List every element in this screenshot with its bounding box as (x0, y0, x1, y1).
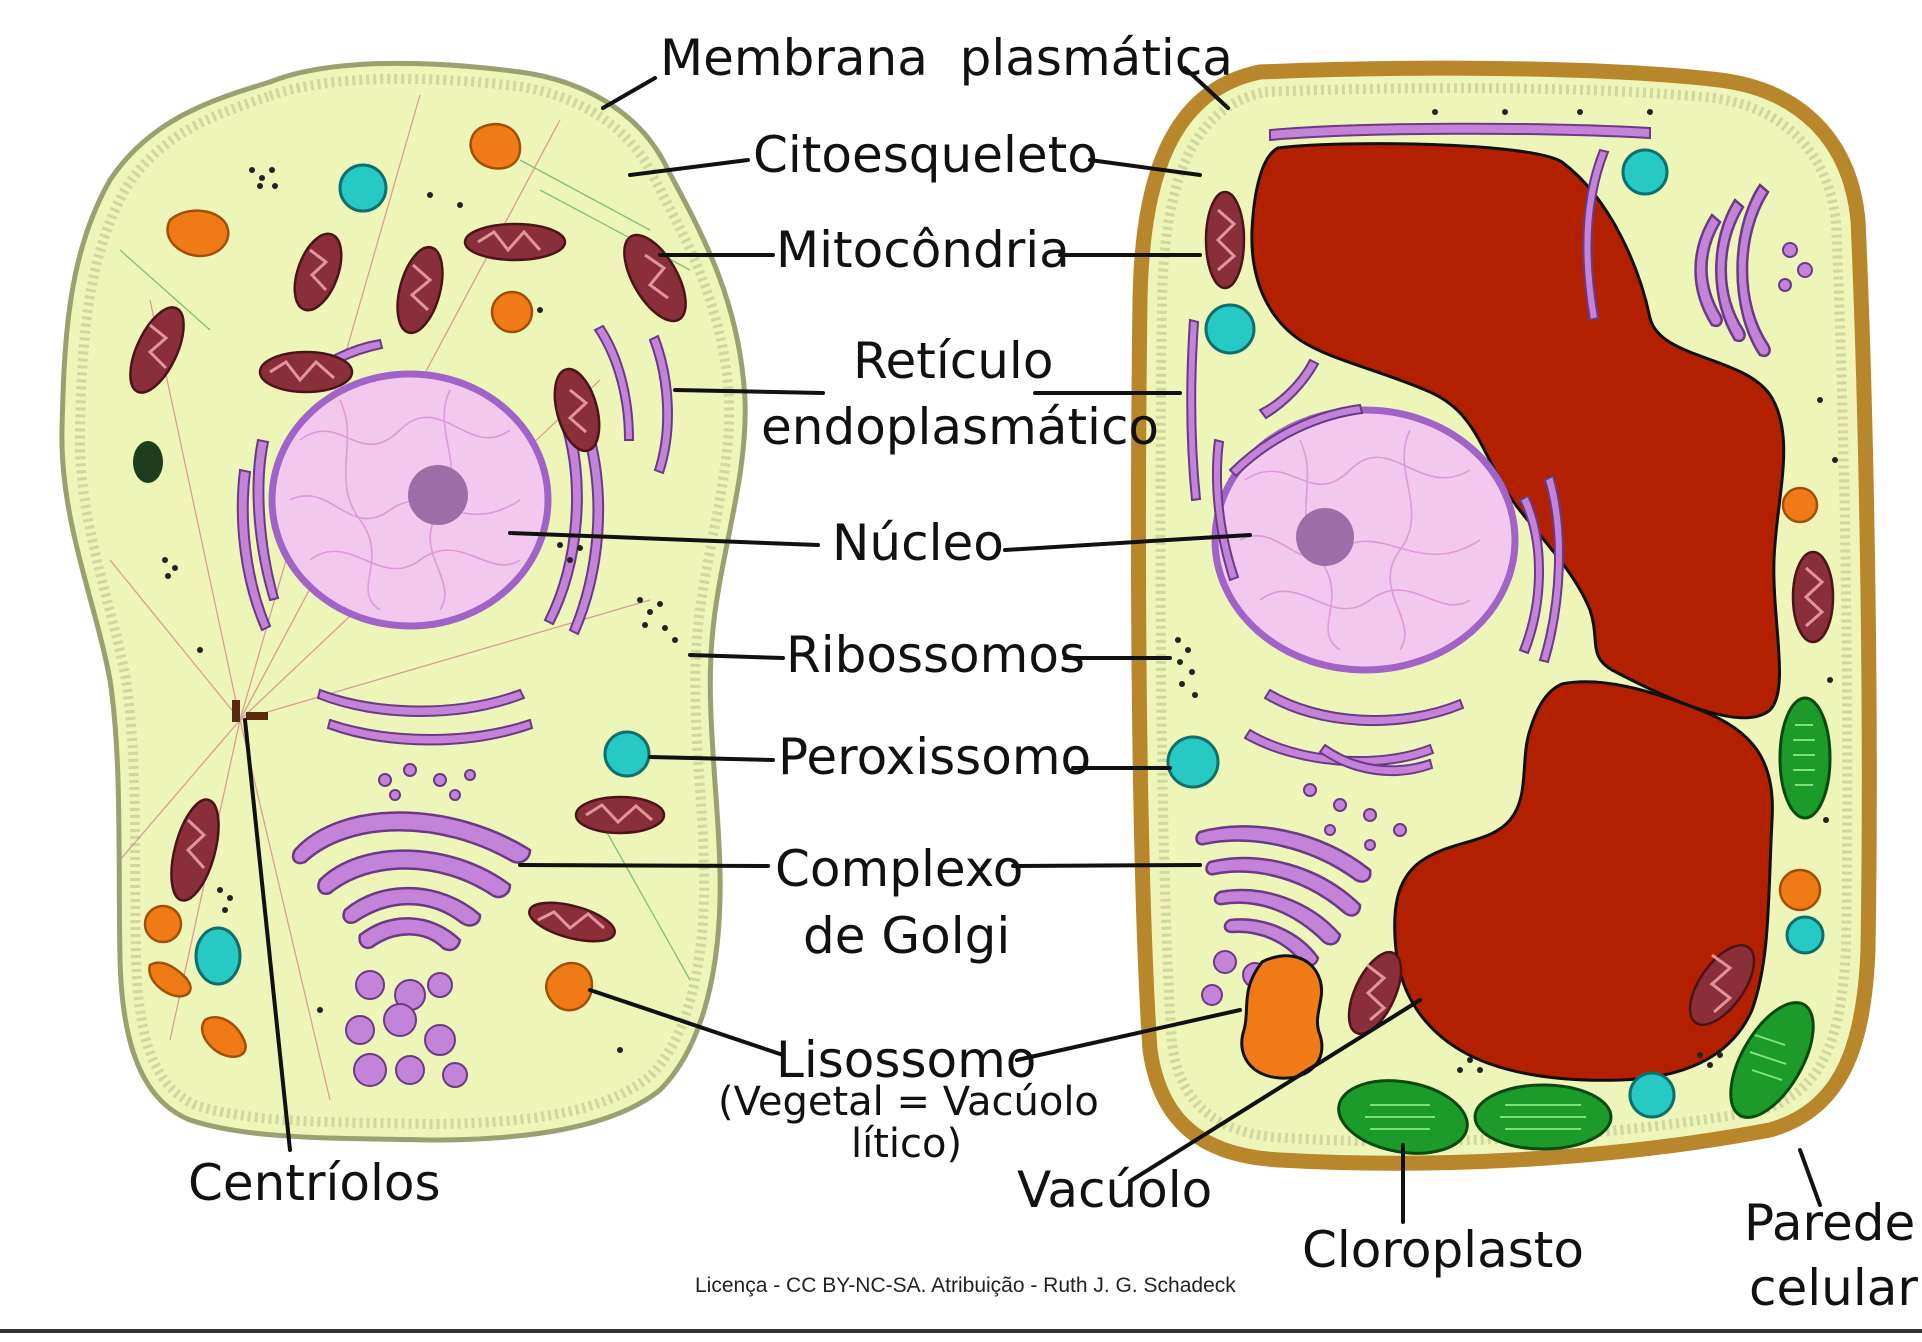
plant-vacuole-upper (1250, 142, 1786, 720)
label-reticulo-2: endoplasmático (761, 398, 1159, 456)
label-mitocondria: Mitocôndria (776, 221, 1070, 279)
animal-lysosomes (143, 122, 594, 1058)
animal-centrioles (232, 700, 268, 722)
label-lisossomo: Lisossomo (776, 1031, 1036, 1089)
animal-vesicles (345, 763, 476, 1088)
label-lisossomo-note-1: (Vegetal = Vacúolo (718, 1079, 1099, 1125)
animal-cell (59, 60, 748, 1143)
label-membrana: Membrana plasmática (660, 29, 1233, 87)
label-lisossomo-note-2: lítico) (851, 1121, 962, 1167)
label-vacuolo: Vacúolo (1017, 1161, 1212, 1219)
plant-ribosomes (1175, 109, 1838, 1073)
label-complexo-1: Complexo (775, 840, 1023, 898)
animal-nucleus (268, 370, 552, 630)
plant-rough-er (1186, 122, 1651, 776)
animal-mitochondria-cristae (147, 229, 669, 930)
label-ribossomos: Ribossomos (786, 626, 1085, 684)
plant-mitochondria-cristae (1215, 208, 1825, 1022)
label-parede-1: Parede (1744, 1194, 1915, 1252)
plant-chloroplast-grana (1365, 724, 1815, 1130)
animal-ribosomes (162, 167, 678, 1053)
plant-lytic-vacuole (1240, 954, 1324, 1080)
animal-dark-vesicle (133, 441, 163, 483)
plant-golgi (1195, 183, 1771, 967)
animal-rough-er (236, 324, 673, 746)
label-citoesqueleto: Citoesqueleto (753, 126, 1098, 184)
label-reticulo-1: Retículo (853, 332, 1053, 390)
label-complexo-2: de Golgi (803, 907, 1010, 965)
animal-golgi (291, 811, 532, 952)
label-nucleo: Núcleo (832, 514, 1004, 572)
label-peroxissomo: Peroxissomo (778, 728, 1091, 786)
plant-peroxisomes (1166, 148, 1825, 1119)
plant-vacuole-lower (1393, 680, 1774, 1082)
plant-cell (1130, 60, 1877, 1171)
plant-mitochondria (1204, 190, 1835, 1036)
animal-nucleolus (408, 465, 468, 525)
label-centriolos: Centríolos (188, 1154, 441, 1212)
label-cloroplasto: Cloroplasto (1302, 1221, 1584, 1279)
license-credit: Licença - CC BY-NC-SA. Atribuição - Ruth… (695, 1274, 1236, 1297)
plant-nucleolus (1296, 508, 1354, 566)
animal-peroxisomes (194, 163, 651, 986)
label-parede-2: celular (1749, 1259, 1918, 1317)
plant-lysosomes (1778, 486, 1822, 912)
labels: Membrana plasmática Citoesqueleto Mitocô… (188, 29, 1918, 1317)
plant-nucleus (1211, 406, 1519, 674)
leader-lines (243, 66, 1822, 1224)
